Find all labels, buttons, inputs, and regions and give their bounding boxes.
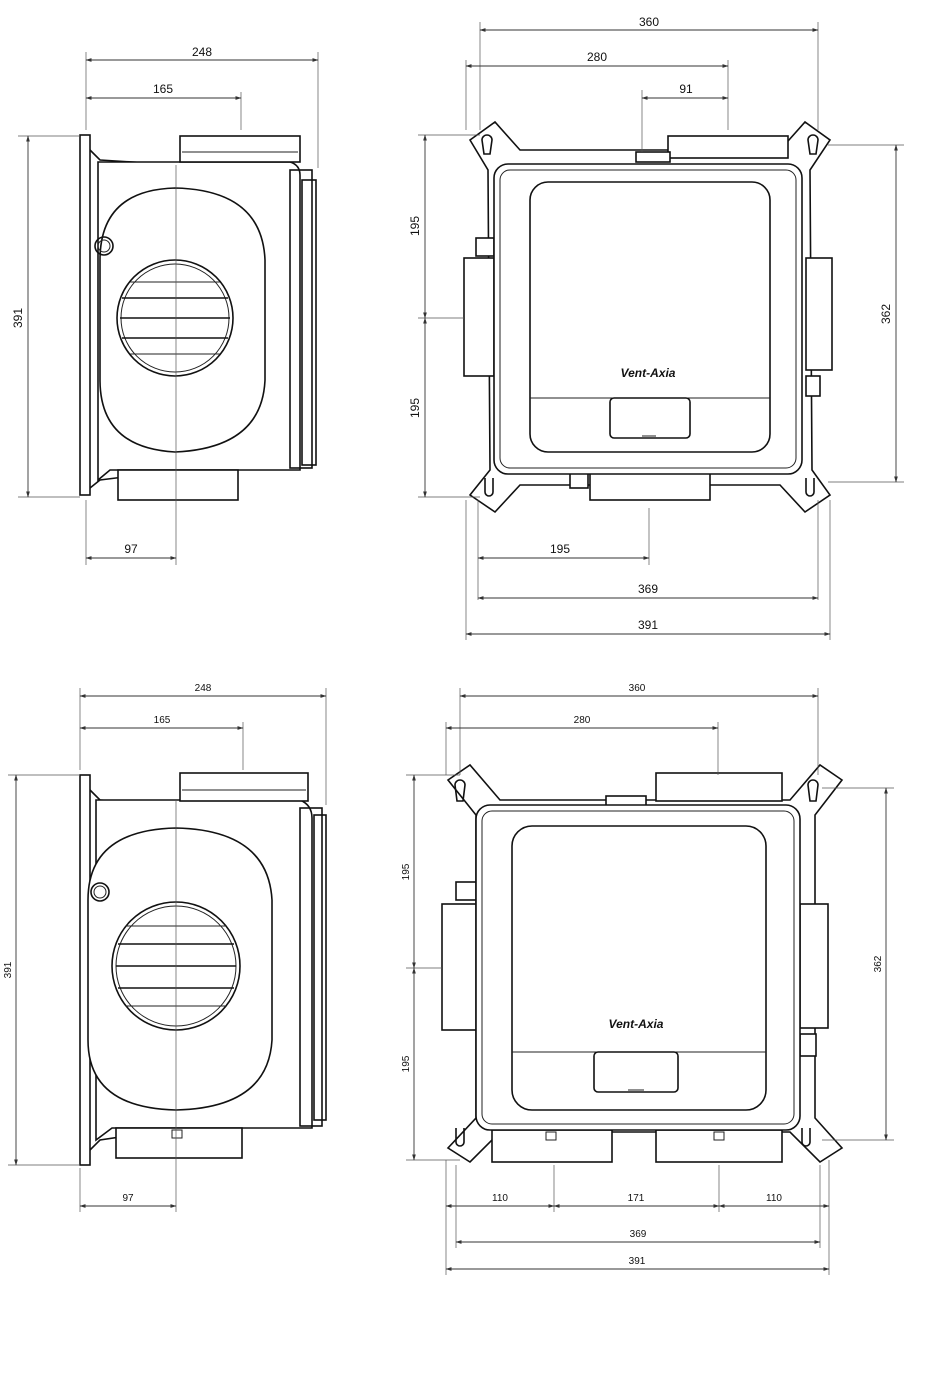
dim-left-lower-b: 195 xyxy=(401,1055,412,1072)
dim-right-height-b: 362 xyxy=(873,955,884,972)
brand-logo-bottom: Vent-Axia xyxy=(609,1017,664,1031)
dim-centre: 97 xyxy=(124,542,138,556)
side-view-top: 248 165 391 97 xyxy=(11,45,318,565)
dim-bottom-centre: 195 xyxy=(550,542,570,556)
dim-top-spigot-b: 280 xyxy=(574,715,591,726)
dim-top-spigot: 280 xyxy=(587,50,607,64)
dim-left-upper: 195 xyxy=(408,216,422,236)
brand-logo-top: Vent-Axia xyxy=(621,366,676,380)
dim-left-lower: 195 xyxy=(408,398,422,418)
dim-bottom-inner-b: 369 xyxy=(630,1229,647,1240)
dim-bottom-overall: 391 xyxy=(638,618,658,632)
dim-right-height: 362 xyxy=(879,304,893,324)
front-view-top: Vent-Axia 360 280 91 195 195 362 195 369 xyxy=(408,15,904,640)
dim-width-total-b: 248 xyxy=(195,683,212,694)
dim-top-offset: 91 xyxy=(679,82,693,96)
dim-top-overall: 360 xyxy=(639,15,659,29)
dim-height: 391 xyxy=(11,308,25,328)
dim-left-upper-b: 195 xyxy=(401,863,412,880)
dim-spigot-b: 165 xyxy=(154,715,171,726)
dim-bottom-inner: 369 xyxy=(638,582,658,596)
dim-width-total: 248 xyxy=(192,45,212,59)
dim-spigot: 165 xyxy=(153,82,173,96)
front-view-bottom: Vent-Axia 360 280 195 195 362 110 171 11… xyxy=(401,683,894,1275)
side-view-bottom: 248 165 391 97 xyxy=(3,683,326,1212)
dim-bottom-left-spigot: 110 xyxy=(492,1193,508,1204)
dim-bottom-right-spigot: 110 xyxy=(766,1193,782,1204)
dim-top-overall-b: 360 xyxy=(629,683,646,694)
dim-bottom-spigot-pitch: 171 xyxy=(628,1193,645,1204)
dim-height-b: 391 xyxy=(3,961,14,978)
dim-bottom-overall-b: 391 xyxy=(629,1256,646,1267)
dim-centre-b: 97 xyxy=(122,1193,134,1204)
